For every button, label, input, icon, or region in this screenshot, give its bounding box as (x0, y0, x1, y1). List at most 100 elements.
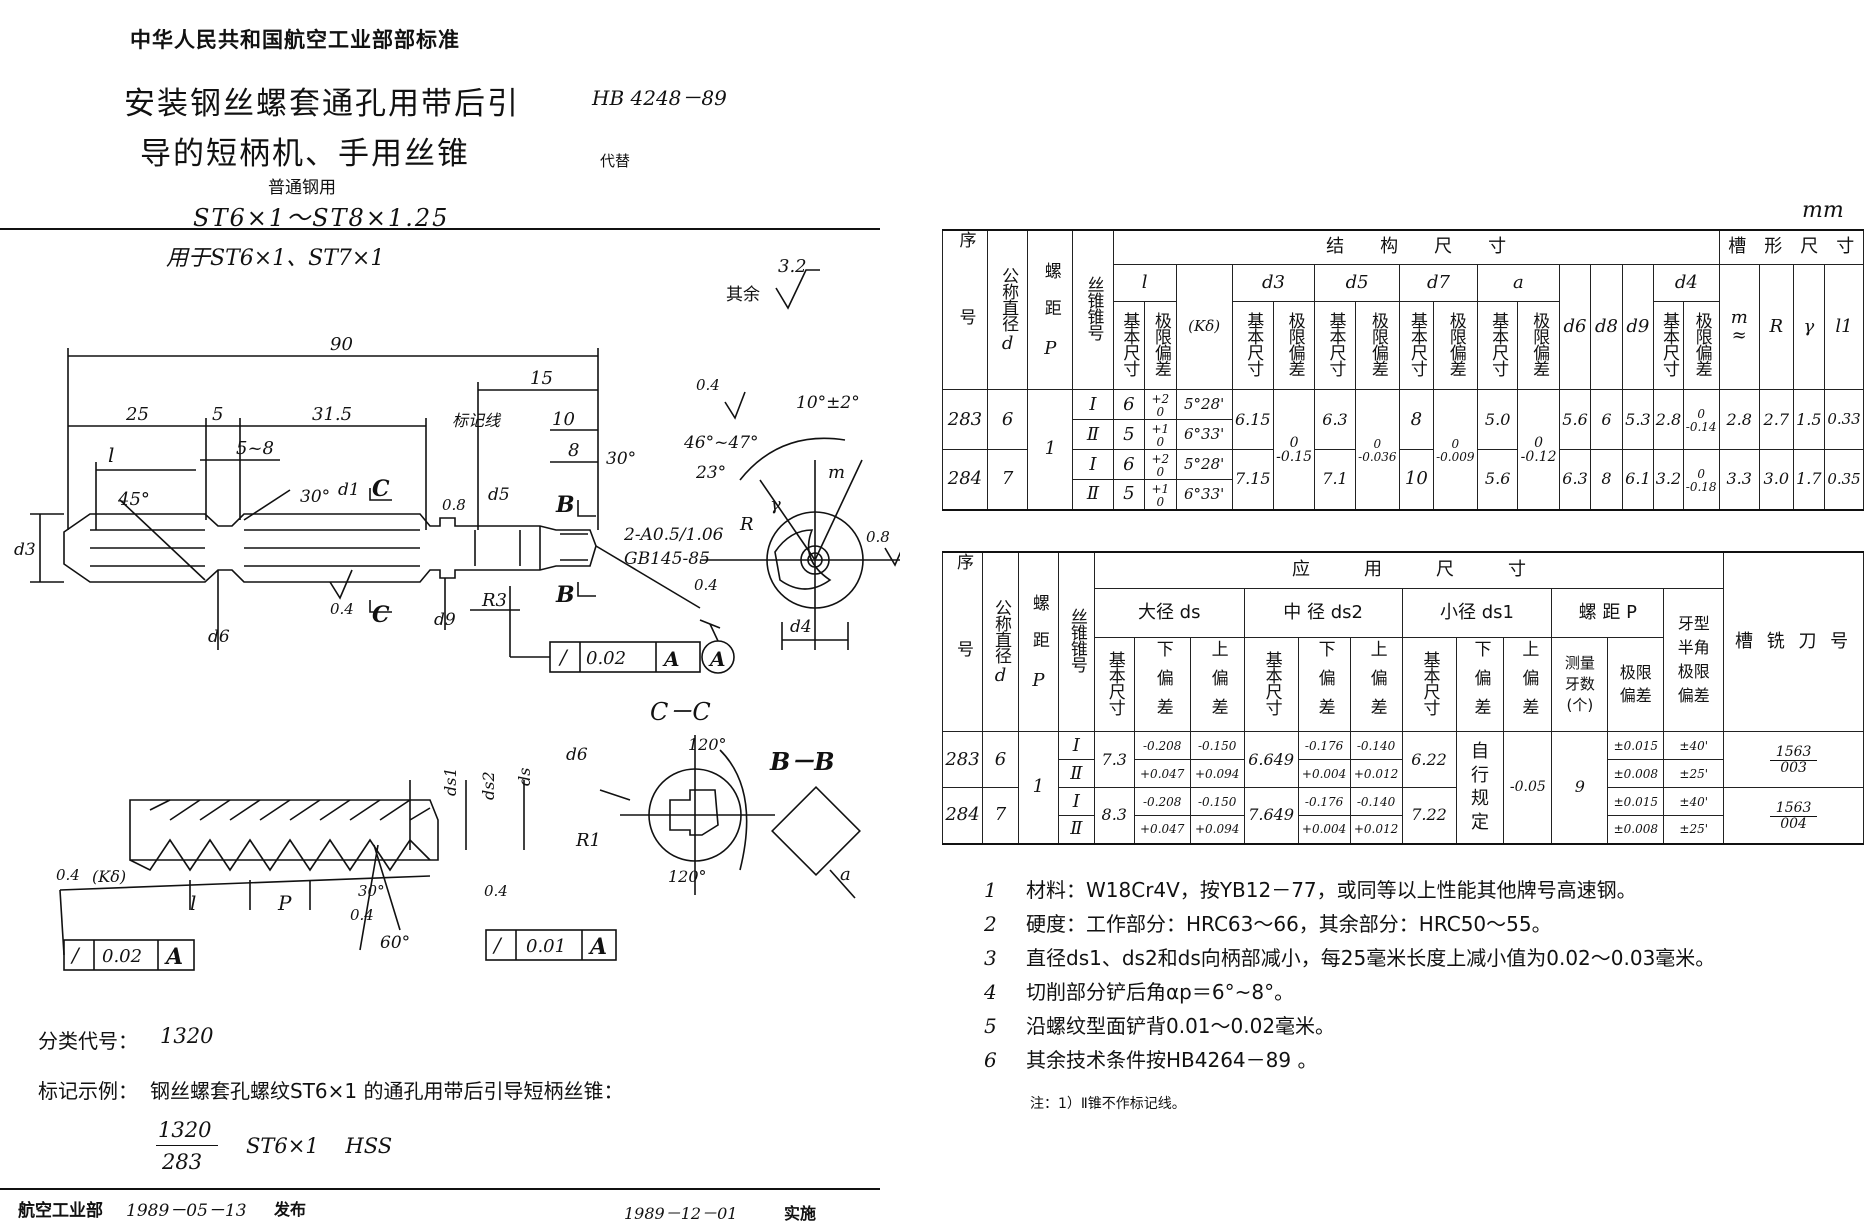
t2-h2-283: ±25' (1663, 759, 1725, 788)
t1-h-limit-d5: 极限偏差 (1354, 301, 1400, 390)
example-text: 钢丝螺套孔螺纹ST6×1 的通孔用带后引导短柄丝锥： (150, 1079, 624, 1103)
dim-d4: d4 (790, 617, 812, 637)
t2-h-major: 大径 ds (1093, 587, 1245, 638)
rough-04e: 0.4 (484, 882, 508, 900)
t2-dsl2-283: +0.047 (1133, 759, 1191, 788)
t2-row-284b: Ⅱ +0.047 +0.094 +0.004 +0.012 ±0.008 ±25… (943, 815, 1864, 844)
t2-dsl2-284: +0.047 (1133, 815, 1191, 844)
dim-30a: 30° (300, 487, 330, 507)
dim-y: γ (770, 494, 781, 515)
tol1-datum: A (662, 647, 680, 671)
tap-drawing: 90 25 5 31.5 15 10 8 5~8 l 45° 30° 30° 标… (14, 269, 900, 971)
tol2-symbol: / (70, 943, 81, 967)
t2-ds-284: 8.3 (1093, 787, 1135, 844)
t2-dsu1-284: -0.150 (1189, 787, 1245, 816)
t2-d2l2-283: +0.004 (1297, 759, 1351, 788)
ang-60: 60° (380, 933, 410, 953)
t2-d2u1-284: -0.140 (1349, 787, 1403, 816)
dim-r3: R3 (481, 590, 507, 611)
t2-row-283b: Ⅱ +0.047 +0.094 +0.004 +0.012 ±0.008 ±25… (943, 759, 1864, 788)
footer-rule (0, 1188, 880, 1190)
t2-h-basic-d1: 基本尺寸 (1401, 637, 1457, 732)
rough-08a: 0.8 (442, 496, 466, 514)
dim-d1: d1 (338, 480, 360, 500)
t2-row-283a: 283 6 1 Ⅰ 7.3 -0.208 -0.150 6.649 -0.176… (942, 731, 1864, 844)
example-numerator: 1320 (158, 1118, 212, 1142)
t1-taps-3: Ⅰ (1072, 449, 1114, 480)
t1-h-limit-a: 极限偏差 (1517, 301, 1560, 390)
t1-h-basic-d5: 基本尺寸 (1314, 301, 1356, 390)
t1-h-d7: d7 (1398, 263, 1478, 302)
rough-04a: 0.4 (330, 600, 354, 618)
dim-25: 25 (125, 404, 149, 425)
t2-d2l1-283: -0.176 (1297, 731, 1351, 760)
dim-15: 15 (530, 368, 553, 389)
roughness-rest-value: 3.2 (778, 256, 807, 277)
ang-120b: 120° (668, 867, 707, 886)
t2-d2-284: 7.649 (1243, 787, 1299, 844)
t2-h-pitchP: 螺 距 P (1551, 587, 1665, 638)
t2-h-half: 牙型半角极限偏差 (1663, 587, 1725, 732)
t2-h-lim: 极限偏差 (1607, 637, 1665, 732)
dim-d3: d3 (14, 540, 36, 560)
t2-h-taps: 丝锥锥号 (1057, 551, 1095, 732)
t1-k-1: 5°28' (1175, 389, 1233, 420)
t1-a-284: 5.6 (1476, 449, 1519, 510)
dim-8: 8 (568, 440, 579, 461)
t1-d3t: 0-0.15 (1272, 389, 1316, 510)
t2-d2u2-284: +0.012 (1349, 815, 1403, 844)
t2-pt2-283: ±0.008 (1607, 759, 1665, 788)
t1-h-basic-a: 基本尺寸 (1476, 301, 1519, 390)
t2-dsu1-283: -0.150 (1189, 731, 1245, 760)
t2-h-upper-d1: 上偏差 (1503, 637, 1553, 732)
dim-10: 10 (552, 409, 575, 430)
footer-org: 航空工业部 (18, 1201, 103, 1221)
t1-Y-283: 1.5 (1792, 389, 1826, 450)
t2-h-lower-d2: 下偏差 (1297, 637, 1351, 732)
t1-taps-4: Ⅱ (1072, 479, 1114, 510)
t2-pt1-283: ±0.015 (1607, 731, 1665, 760)
t2-d2l1-284: -0.176 (1297, 787, 1351, 816)
t1-h-Y: γ (1792, 263, 1826, 390)
dim-m: m (828, 462, 845, 483)
section-b-top: B (555, 492, 575, 518)
t1-l-1: 6 (1112, 389, 1146, 420)
t2-pt1-284: ±0.015 (1607, 787, 1665, 816)
t1-p: 1 (1027, 389, 1074, 510)
t1-d4t-284: 0-0.18 (1682, 449, 1720, 510)
t2-taps-2: Ⅱ (1057, 759, 1095, 788)
t2-pt2-284: ±0.008 (1607, 815, 1665, 844)
std-number: HB 4248－89 (592, 86, 727, 110)
t2-d1-up: -0.05 (1503, 731, 1553, 844)
issue-date: 1989－05－13 (126, 1201, 247, 1221)
class-code: 1320 (160, 1024, 214, 1048)
t1-d4-284: 3.2 (1653, 449, 1684, 510)
t1-h-basic-l: 基本尺寸 (1112, 301, 1146, 390)
dim-l2: l (190, 891, 196, 915)
example-rest: ST6×1 HSS (246, 1134, 393, 1158)
t2-dsl1-284: -0.208 (1133, 787, 1191, 816)
t1-d-284: 7 (986, 449, 1029, 510)
class-code-label: 分类代号： (38, 1029, 138, 1053)
t2-h1-284: ±40' (1663, 787, 1725, 816)
footnote: 注：1）Ⅱ锥不作标记线。 (1030, 1096, 1186, 1112)
section-c-bot: C (372, 602, 390, 628)
center-hole: 2-A0.5/1.06 (623, 525, 724, 545)
t1-k-4: 6°33' (1175, 479, 1233, 510)
t2-dsl1-283: -0.208 (1133, 731, 1191, 760)
issue-label: 发布 (274, 1200, 307, 1219)
mark-line: 标记线 (452, 411, 502, 430)
dim-l: l (108, 443, 114, 467)
t2-seq-283: 283 (942, 731, 983, 788)
applies-to: 用于ST6×1、ST7×1 (166, 246, 385, 271)
t1-taps-2: Ⅱ (1072, 419, 1114, 450)
